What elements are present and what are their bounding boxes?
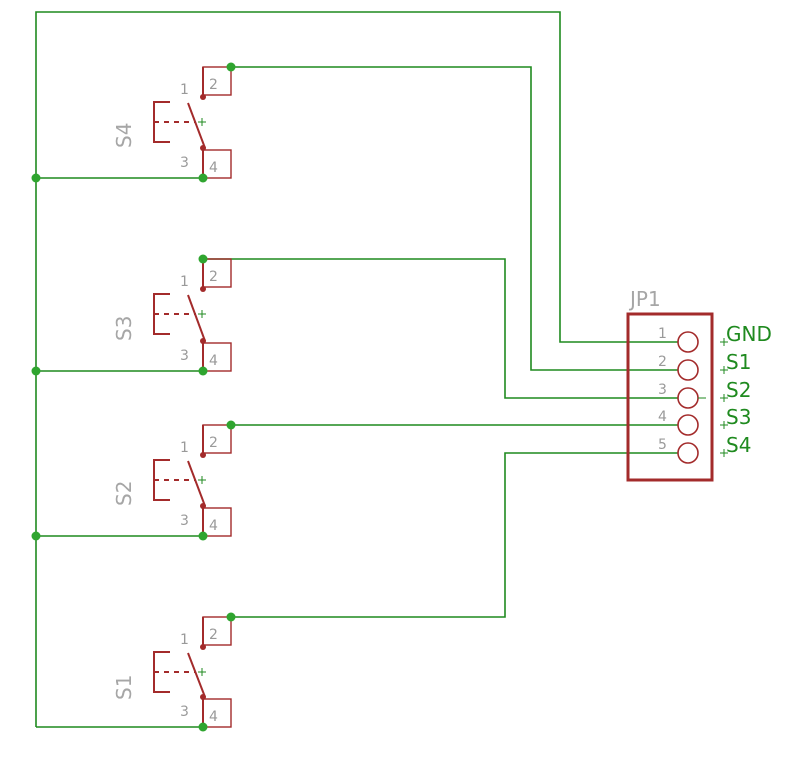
net-label-s4: S4 <box>726 433 751 457</box>
connector-ref-label: JP1 <box>628 287 661 311</box>
connector-pad-5 <box>677 442 699 464</box>
connector-body <box>626 312 714 482</box>
connector-pad-2 <box>677 359 699 381</box>
s3-ref-label: S3 <box>112 316 136 341</box>
connector-pin-4-num: 4 <box>658 409 667 425</box>
junction-dot <box>226 62 236 72</box>
connector-pad-1 <box>677 331 699 353</box>
junction-dot <box>198 366 208 376</box>
s1-pin-d-label: 4 <box>209 709 218 725</box>
connector-pin-1-num: 1 <box>658 326 667 342</box>
s2-pin-d-label: 4 <box>209 518 218 534</box>
s4-pin-d-label: 4 <box>209 160 218 176</box>
net-s1-wire <box>231 452 680 618</box>
s1-pin-c-label: 2 <box>209 627 218 643</box>
net-label-s2: S2 <box>726 378 751 402</box>
connector-pin-5-num: 5 <box>658 437 667 453</box>
switch-s3: 1 3 2 4 S3 <box>112 258 232 372</box>
s4-pin-a-label: 1 <box>180 82 189 98</box>
junctions <box>31 62 236 732</box>
s1-pin-b-label: 3 <box>180 704 189 720</box>
switch-s2: 1 3 2 4 S2 <box>112 424 232 537</box>
net-label-gnd: GND <box>726 322 772 346</box>
s2-pin-b-label: 3 <box>180 513 189 529</box>
junction-dot <box>31 531 41 541</box>
s3-pin-b-label: 3 <box>180 348 189 364</box>
wires <box>35 11 680 728</box>
s3-pin-a-label: 1 <box>180 274 189 290</box>
junction-dot <box>198 722 208 732</box>
s2-pin-c-label: 2 <box>209 435 218 451</box>
junction-dot <box>198 173 208 183</box>
junction-dot <box>226 612 236 622</box>
connector-pin-3-num: 3 <box>658 382 667 398</box>
net-label-s1: S1 <box>726 350 751 374</box>
connector-pad-4 <box>677 414 699 436</box>
s4-pin-c-label: 2 <box>209 77 218 93</box>
s3-pin-d-label: 4 <box>209 353 218 369</box>
junction-dot <box>198 254 208 264</box>
connector-jp1: JP1 1 2 3 4 5 GND S1 S2 S3 S4 <box>626 287 772 482</box>
gnd-top-wire <box>35 11 680 727</box>
switch-s1: 1 3 2 4 S1 <box>112 616 232 728</box>
junction-dot <box>31 173 41 183</box>
junction-dot <box>226 420 236 430</box>
net-s4-wire <box>231 66 680 371</box>
net-label-s3: S3 <box>726 405 751 429</box>
s2-pin-a-label: 1 <box>180 440 189 456</box>
junction-dot <box>198 531 208 541</box>
switch-s4: 1 3 2 4 S4 <box>112 66 232 179</box>
s2-ref-label: S2 <box>112 481 136 506</box>
s1-pin-a-label: 1 <box>180 632 189 648</box>
junction-dot <box>31 366 41 376</box>
connector-pin-2-num: 2 <box>658 354 667 370</box>
connector-pin-crosses <box>698 338 728 457</box>
s4-pin-b-label: 3 <box>180 155 189 171</box>
s3-pin-c-label: 2 <box>209 269 218 285</box>
s1-ref-label: S1 <box>112 675 136 700</box>
net-s3-wire <box>203 258 680 399</box>
connector-pad-3 <box>677 387 699 409</box>
s4-ref-label: S4 <box>112 123 136 148</box>
